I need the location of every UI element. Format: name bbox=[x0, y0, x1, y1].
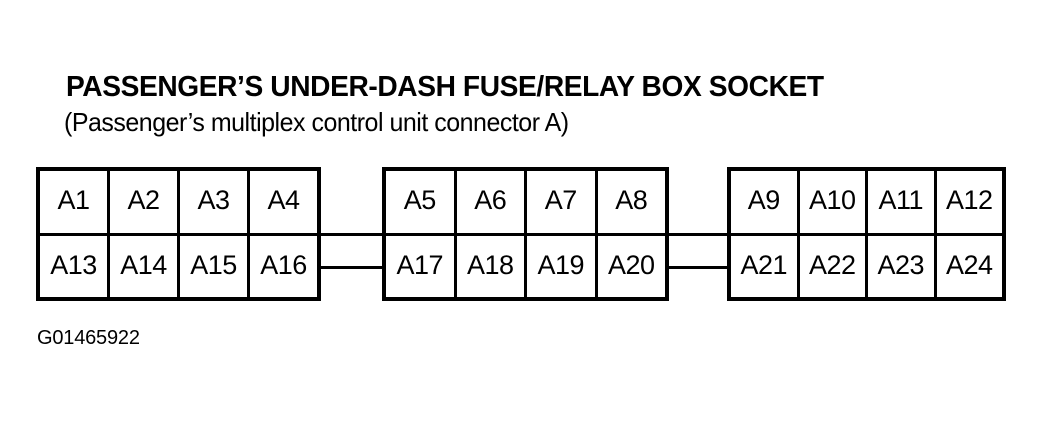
connector-row-top: A1 A2 A3 A4 bbox=[40, 171, 317, 236]
socket-terminal[interactable]: A7 bbox=[527, 171, 598, 233]
diagram-subtitle: (Passenger’s multiplex control unit conn… bbox=[64, 107, 569, 137]
socket-terminal[interactable]: A17 bbox=[386, 235, 457, 297]
socket-terminal[interactable]: A9 bbox=[731, 171, 800, 233]
socket-terminal[interactable]: A2 bbox=[110, 171, 180, 233]
socket-terminal[interactable]: A18 bbox=[457, 235, 527, 297]
link-block2-block3-upper bbox=[663, 233, 733, 236]
socket-terminal[interactable]: A15 bbox=[180, 235, 250, 297]
connector-row-bottom: A17 A18 A19 A20 bbox=[386, 235, 665, 297]
socket-terminal[interactable]: A1 bbox=[40, 171, 110, 233]
socket-terminal[interactable]: A5 bbox=[386, 171, 457, 233]
connector-row-bottom: A21 A22 A23 A24 bbox=[731, 235, 1002, 297]
connector-block-2: A5 A6 A7 A8 A17 A18 A19 A20 bbox=[382, 167, 669, 301]
connector-row-top: A5 A6 A7 A8 bbox=[386, 171, 665, 236]
socket-terminal[interactable]: A16 bbox=[260, 249, 307, 280]
socket-terminal[interactable]: A6 bbox=[457, 171, 527, 233]
socket-terminal[interactable]: A19 bbox=[527, 235, 598, 297]
socket-terminal[interactable]: A4 bbox=[267, 185, 300, 216]
socket-terminal[interactable]: A21 bbox=[731, 235, 800, 297]
connector-block-3: A9 A10 A11 A12 A21 A22 A23 A24 bbox=[727, 167, 1006, 301]
socket-terminal[interactable]: A23 bbox=[868, 235, 937, 297]
socket-terminal[interactable]: A11 bbox=[868, 171, 937, 233]
socket-terminal[interactable]: A22 bbox=[800, 235, 868, 297]
link-block1-block2-upper bbox=[316, 233, 388, 236]
socket-terminal[interactable]: A10 bbox=[800, 171, 868, 233]
connector-row-bottom: A13 A14 A15 A16 bbox=[40, 235, 317, 297]
socket-terminal[interactable]: A8 bbox=[615, 185, 648, 216]
link-block2-block3-lower bbox=[663, 266, 733, 269]
socket-terminal[interactable]: A20 bbox=[607, 249, 655, 280]
connector-row-top: A9 A10 A11 A12 bbox=[731, 171, 1002, 236]
connector-block-1: A1 A2 A3 A4 A13 A14 A15 A16 bbox=[36, 167, 321, 301]
socket-terminal[interactable]: A3 bbox=[180, 171, 250, 233]
socket-terminal[interactable]: A13 bbox=[40, 235, 110, 297]
figure-reference-caption: G01465922 bbox=[37, 327, 140, 349]
diagram-title: PASSENGER’S UNDER-DASH FUSE/RELAY BOX SO… bbox=[66, 71, 824, 103]
link-block1-block2-lower bbox=[316, 266, 388, 269]
socket-terminal[interactable]: A12 bbox=[945, 185, 993, 216]
socket-terminal[interactable]: A14 bbox=[110, 235, 180, 297]
socket-terminal[interactable]: A24 bbox=[945, 249, 993, 280]
